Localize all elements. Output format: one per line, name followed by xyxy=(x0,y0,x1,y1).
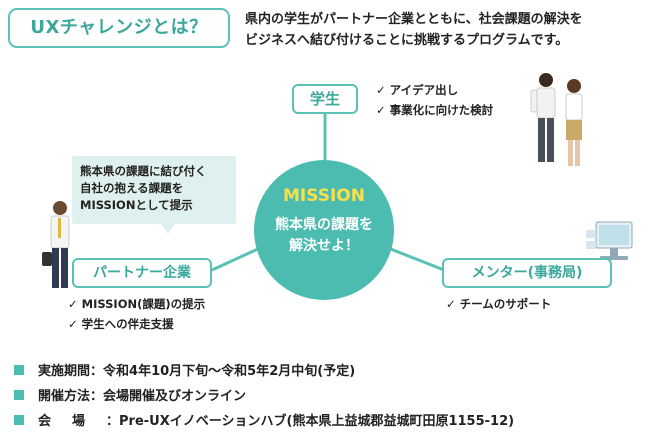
mission-line-2: 解決せよ！ xyxy=(289,238,359,254)
bubble-line-2: 自社の抱える課題を xyxy=(80,181,184,195)
businessman-illustration xyxy=(42,201,70,288)
student-task-2: 事業化に向けた検討 xyxy=(376,100,494,120)
student-label: 学生 xyxy=(292,84,358,114)
intro-line-2: ビジネスへ結び付けることに挑戦するプログラムです。 xyxy=(245,33,569,48)
info-value: 会場開催及びオンライン xyxy=(103,389,247,404)
students-illustration xyxy=(530,73,583,166)
info-value: 令和4年10月下旬〜令和5年2月中旬(予定) xyxy=(103,364,356,379)
bubble-tail xyxy=(158,220,178,234)
partner-task-1: MISSION(課題)の提示 xyxy=(68,294,205,314)
mission-title: MISSION xyxy=(283,186,365,206)
mentor-label: メンター(事務局) xyxy=(442,258,612,288)
partner-task-2: 学生への伴走支援 xyxy=(68,314,205,334)
info-row-method: 開催方法：会場開催及びオンライン xyxy=(14,385,246,404)
bubble-line-1: 熊本県の課題に結び付く xyxy=(80,164,207,178)
info-value: Pre-UXイノベーションハブ(熊本県上益城郡益城町田原1155-12) xyxy=(119,414,515,429)
intro-line-1: 県内の学生がパートナー企業とともに、社会課題の解決を xyxy=(245,12,583,27)
mentor-tasks: チームのサポート xyxy=(446,294,552,314)
info-label: 開催方法 xyxy=(38,389,91,404)
bullet-square-icon xyxy=(14,364,24,375)
info-row-period: 実施期間：令和4年10月下旬〜令和5年2月中旬(予定) xyxy=(14,360,355,379)
student-task-1: アイデア出し xyxy=(376,80,493,100)
mission-line-1: 熊本県の課題を xyxy=(275,217,373,233)
intro-text: 県内の学生がパートナー企業とともに、社会課題の解決を ビジネスへ結び付けることに… xyxy=(245,9,645,51)
info-row-venue: 会場：Pre-UXイノベーションハブ(熊本県上益城郡益城町田原1155-12) xyxy=(14,410,514,429)
partner-tasks: MISSION(課題)の提示 学生への伴走支援 xyxy=(68,294,205,334)
bullet-square-icon xyxy=(14,389,24,400)
partner-speech-bubble xyxy=(72,156,236,224)
mission-text: 熊本県の課題を 解決せよ！ xyxy=(254,215,394,257)
bullet-square-icon xyxy=(14,414,24,425)
info-label: 会場 xyxy=(38,414,107,429)
partner-bubble-text: 熊本県の課題に結び付く 自社の抱える課題を MISSIONとして提示 xyxy=(80,163,234,214)
mission-circle xyxy=(254,160,394,300)
mentor-task-1: チームのサポート xyxy=(446,294,552,314)
info-label: 実施期間 xyxy=(38,364,91,379)
bubble-line-3: MISSIONとして提示 xyxy=(80,198,193,212)
student-tasks: アイデア出し 事業化に向けた検討 xyxy=(376,80,494,120)
partner-label: パートナー企業 xyxy=(72,258,212,288)
page-title: UXチャレンジとは？ xyxy=(8,8,230,48)
